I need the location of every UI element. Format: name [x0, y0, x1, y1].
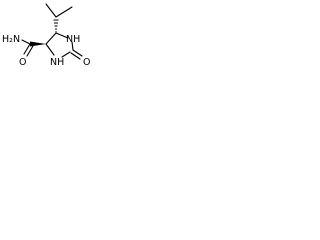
ring-bond-c2-n1 [71, 41, 74, 51]
hashed-bond-isopropyl [53, 19, 59, 33]
carbonyl-oxygen-label: O [83, 57, 90, 68]
amide-co-line-2 [26, 45, 34, 57]
wedge-bond-amide [30, 41, 46, 47]
carbonyl-bond-line-2 [70, 52, 81, 60]
ring-bond-c4-n3 [45, 43, 55, 56]
amide-nh2-label: H₂N [2, 34, 20, 45]
ring-bond-n3-c2 [61, 51, 71, 58]
ring-bond-c5-n1 [55, 32, 69, 39]
ring-nh-bottom-label: NH [50, 57, 64, 68]
amide-co-line-1 [23, 43, 31, 55]
structure-canvas: H₂N O NH NH O [0, 0, 104, 85]
ring-bond-c5-c4 [45, 32, 57, 45]
ring-nh-top-label: NH [66, 34, 80, 45]
molecule-diagram: H₂N O NH NH O [2, 3, 90, 68]
amide-cn-bond [21, 39, 31, 45]
carbonyl-bond-line-1 [72, 49, 83, 57]
amide-oxygen-label: O [19, 57, 26, 68]
isopropyl-left-bond [45, 3, 57, 18]
isopropyl-right-bond [55, 6, 73, 18]
